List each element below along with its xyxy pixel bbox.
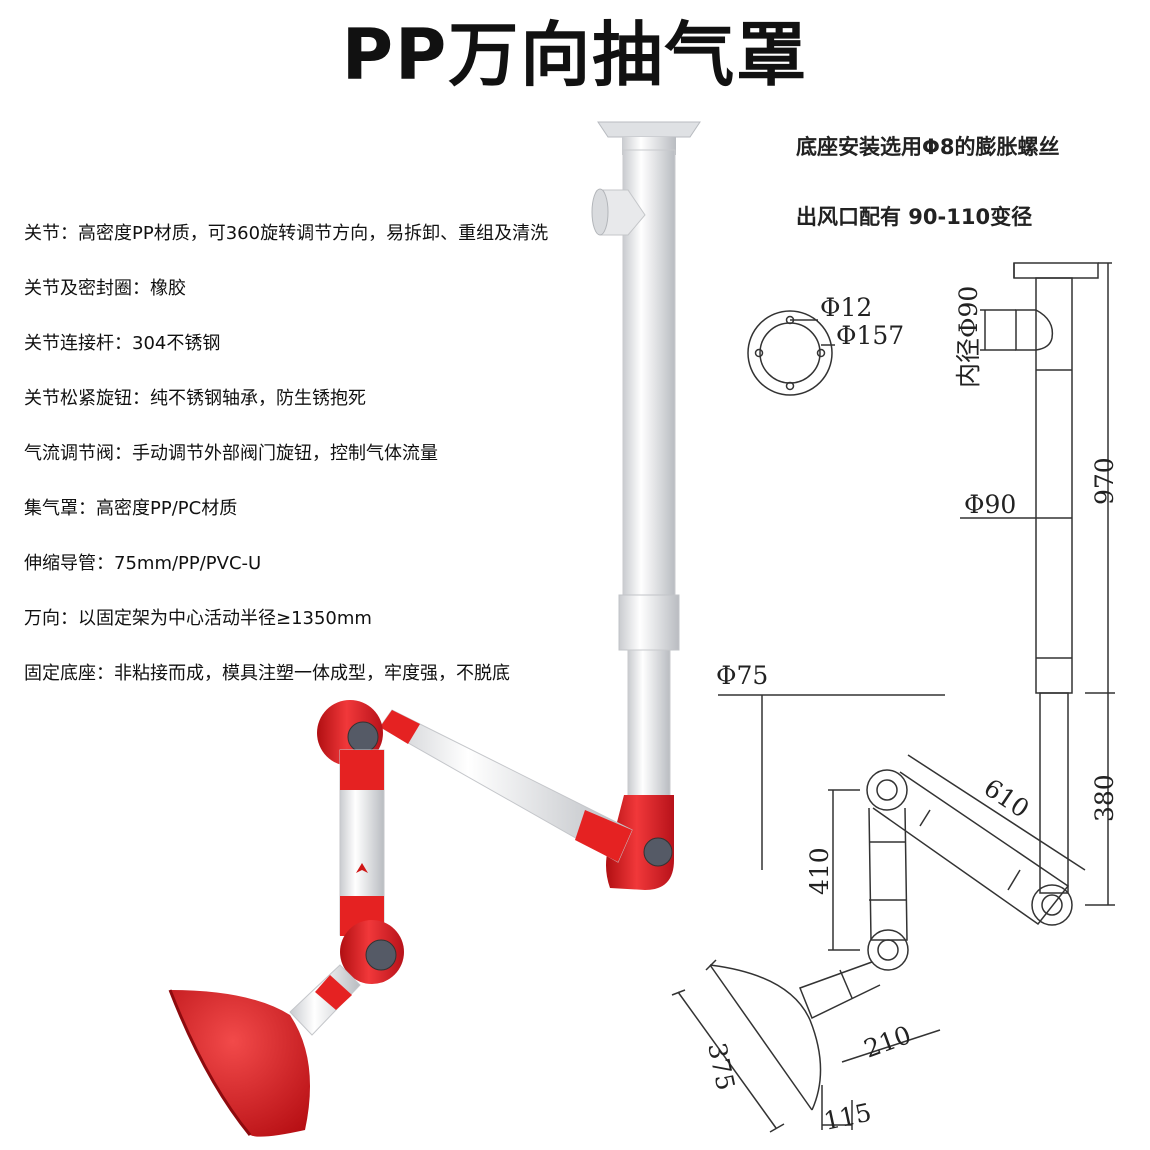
dim-hole: Φ12 [820,293,872,322]
joint-elbow-upper [606,795,674,890]
dim-arm-length: 610 [979,773,1035,824]
upper-arm-pipe [339,749,385,936]
dim-pipe-lower: Φ75 [716,661,768,690]
note-outlet: 出风口配有 90-110变径 [796,205,1033,229]
dim-height-total: 970 [1090,457,1119,505]
flange-outer-circle [747,310,833,396]
spec-rod: 关节连接杆：304不锈钢 [24,333,221,354]
spec-radius: 万向：以固定架为中心活动半径≥1350mm [24,608,372,629]
dim-neck-length: 210 [860,1020,915,1064]
spec-joint: 关节：高密度PP材质，可360旋转调节方向，易拆卸、重组及清洗 [24,223,549,244]
spec-knob: 关节松紧旋钮：纯不锈钢轴承，防生锈抱死 [24,388,366,409]
knob-icon [365,939,397,971]
dim-flange: Φ157 [836,321,904,350]
exhaust-hood [168,989,310,1137]
page-title: PP万向抽气罩 [341,14,809,96]
dim-arm-drop: 410 [805,847,834,895]
forearm-pipe [379,709,633,863]
note-base-install: 底座安装选用Φ8的膨胀螺丝 [796,135,1060,159]
knob-icon [643,837,673,867]
joint-lower [340,920,404,984]
dim-pipe-upper: Φ90 [964,490,1016,519]
logo-icon [356,863,368,873]
dim-height-lower: 380 [1090,774,1119,822]
spec-hose: 伸缩导管：75mm/PP/PVC-U [24,553,262,574]
dim-hood-depth: 115 [821,1098,874,1136]
spec-base: 固定底座：非粘接而成，模具注塑一体成型，牢度强，不脱底 [24,663,510,684]
spec-hood: 集气罩：高密度PP/PC材质 [24,498,238,519]
dim-hood-dia: 375 [702,1040,740,1093]
spec-valve: 气流调节阀：手动调节外部阀门旋钮，控制气体流量 [24,443,438,464]
side-outlet [591,188,646,236]
telescopic-sleeve [618,594,680,651]
dim-inner-dia: 内径Φ90 [954,286,983,388]
spec-seal: 关节及密封圈：橡胶 [24,278,186,299]
ceiling-flange [597,121,701,155]
